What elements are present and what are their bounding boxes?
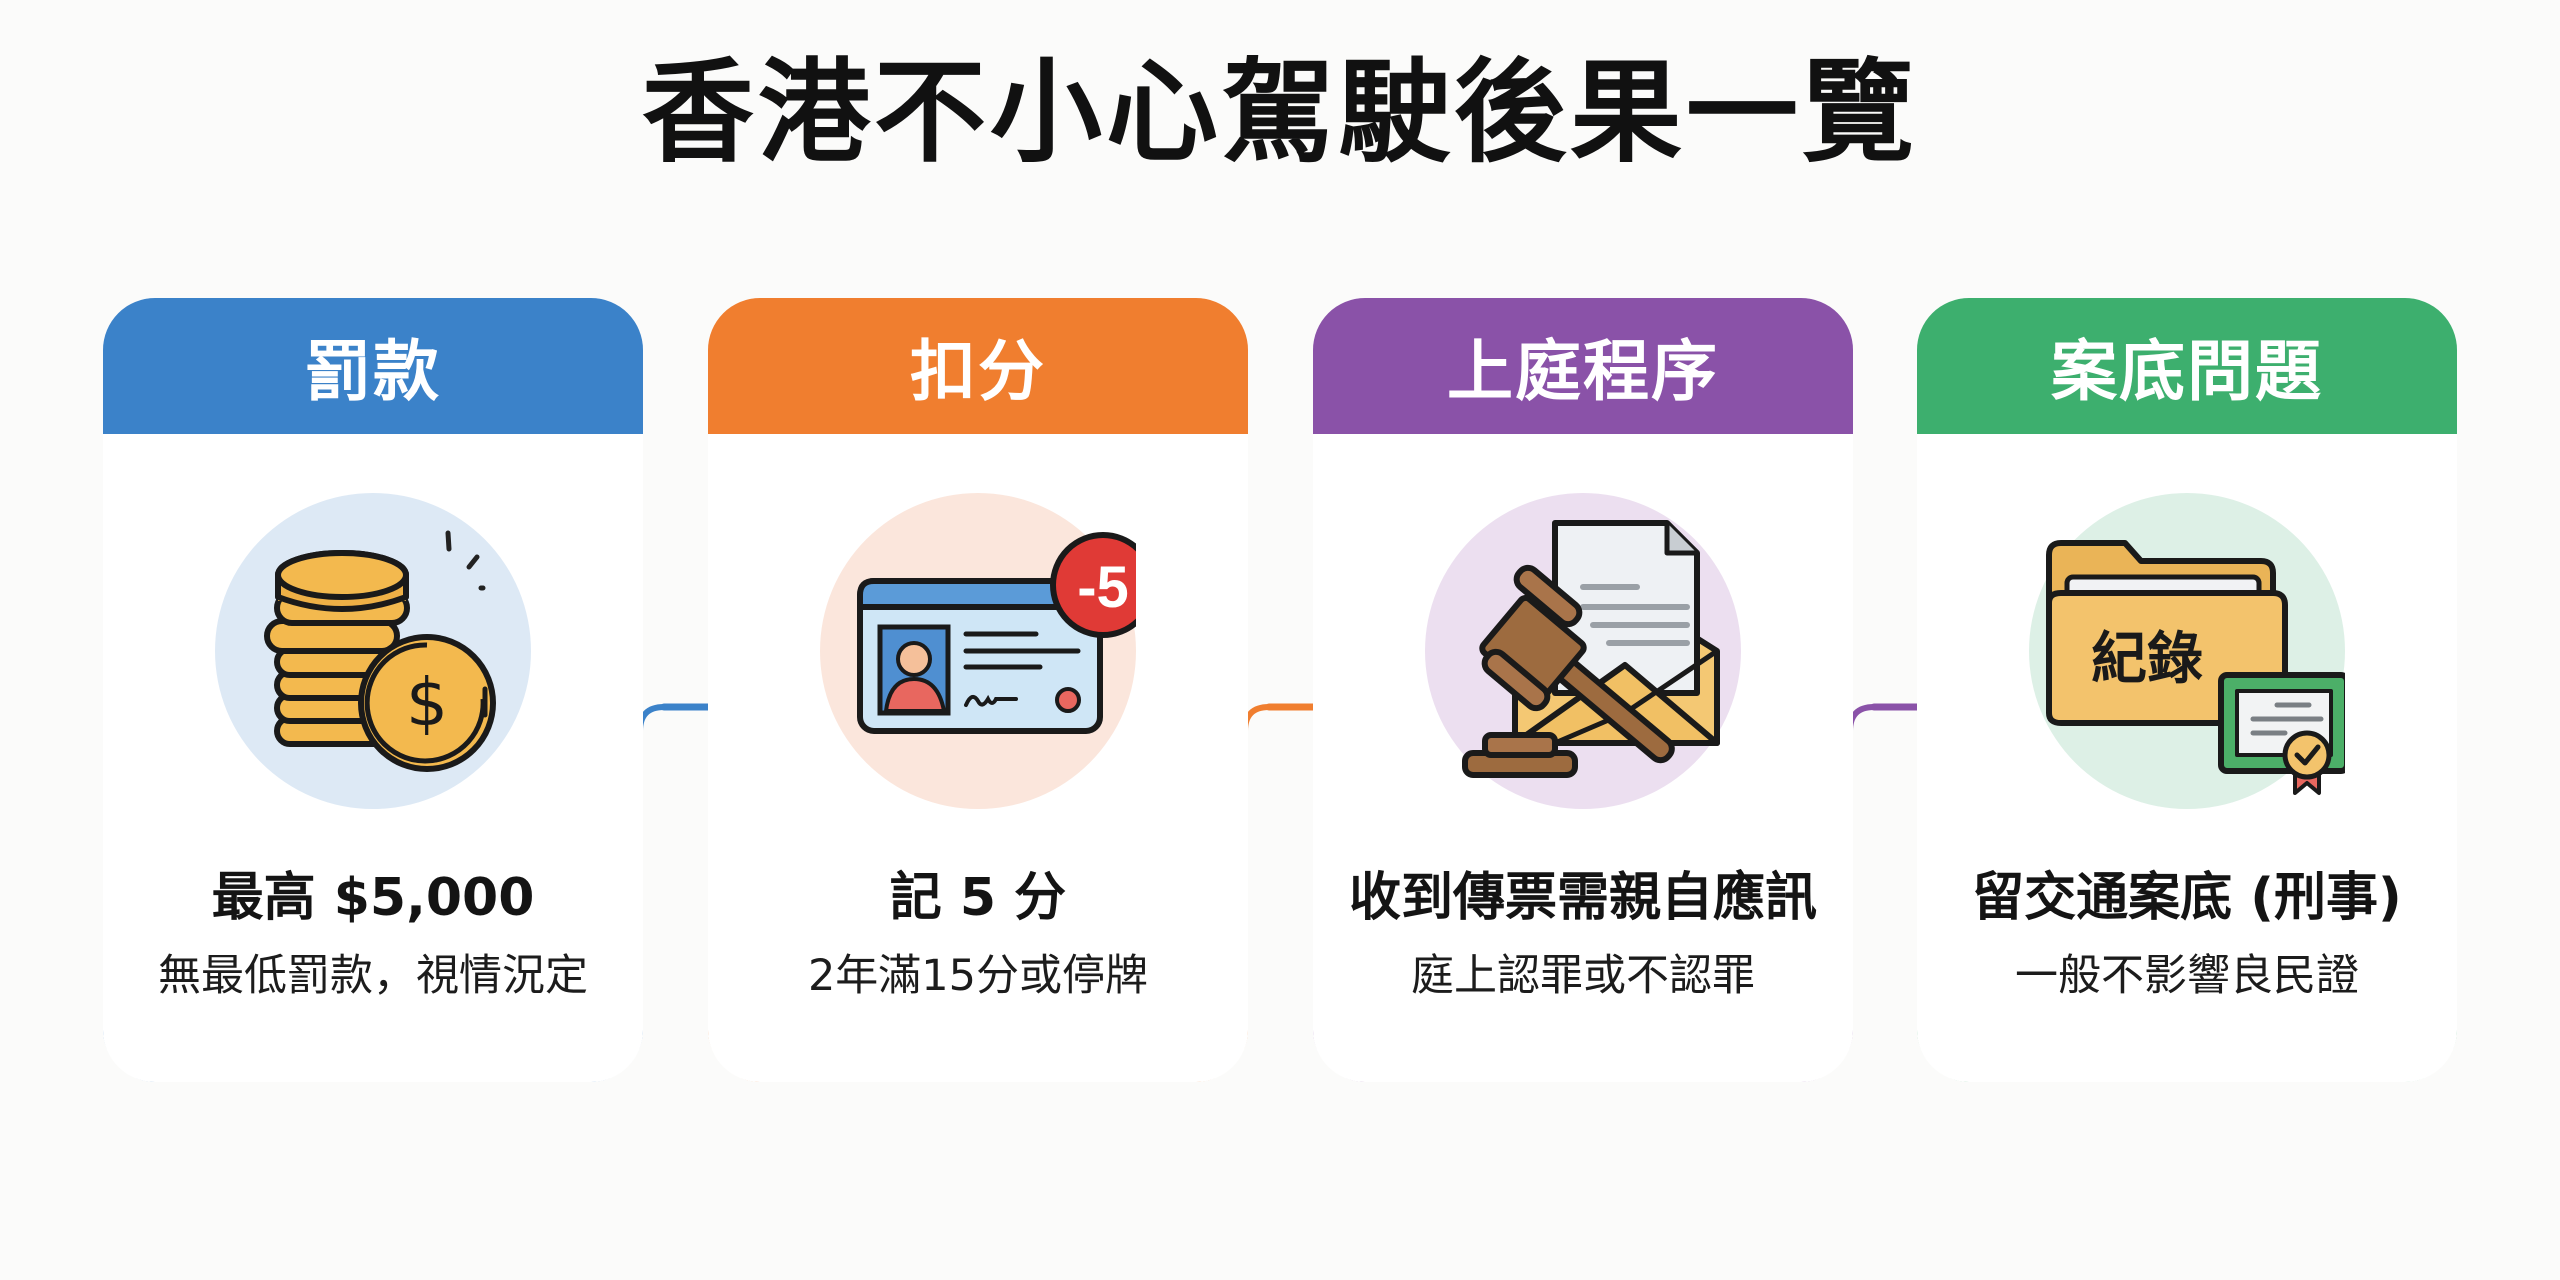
card-sub-text-record: 一般不影響良民證 [2015,951,2359,1001]
card-main-text-record: 留交通案底 (刑事) [1972,868,2402,928]
card-record: 案底問題 紀錄 留交通案底 (刑事) 一般不影響良民證 [1917,298,2457,1082]
points-badge: -5 [1077,555,1129,620]
icon-circle-fine: $ [215,493,531,809]
card-header-record: 案底問題 [1917,298,2457,434]
card-header-court: 上庭程序 [1313,298,1853,434]
page-title: 香港不小心駕駛後果一覽 [642,48,1918,178]
card-court: 上庭程序 [1313,298,1853,1082]
card-main-text-fine: 最高 $5,000 [211,868,535,928]
folder-label: 紀錄 [2091,627,2203,692]
icon-circle-court [1425,493,1741,809]
card-sub-text-court: 庭上認罪或不認罪 [1411,951,1755,1001]
gavel-summons-icon [1462,520,1720,778]
icon-circle-points: -5 [820,493,1136,809]
card-main-text-points: 記 5 分 [889,868,1067,928]
card-points: 扣分 -5 記 5 分 2年滿15分或停牌 [708,298,1248,1082]
card-fine: 罰款 $ [103,298,643,1082]
icon-circle-record: 紀錄 [2029,493,2345,809]
card-sub-text-points: 2年滿15分或停牌 [807,951,1149,1001]
card-main-text-court: 收到傳票需親自應訊 [1348,868,1817,928]
card-sub-text-fine: 無最低罰款，視情況定 [158,951,588,1001]
card-header-fine: 罰款 [103,298,643,434]
record-folder-icon: 紀錄 [2046,540,2345,795]
driving-licence-icon: -5 [857,532,1136,734]
card-header-points: 扣分 [708,298,1248,434]
coins-icon: $ [264,530,496,772]
svg-text:$: $ [406,664,448,741]
